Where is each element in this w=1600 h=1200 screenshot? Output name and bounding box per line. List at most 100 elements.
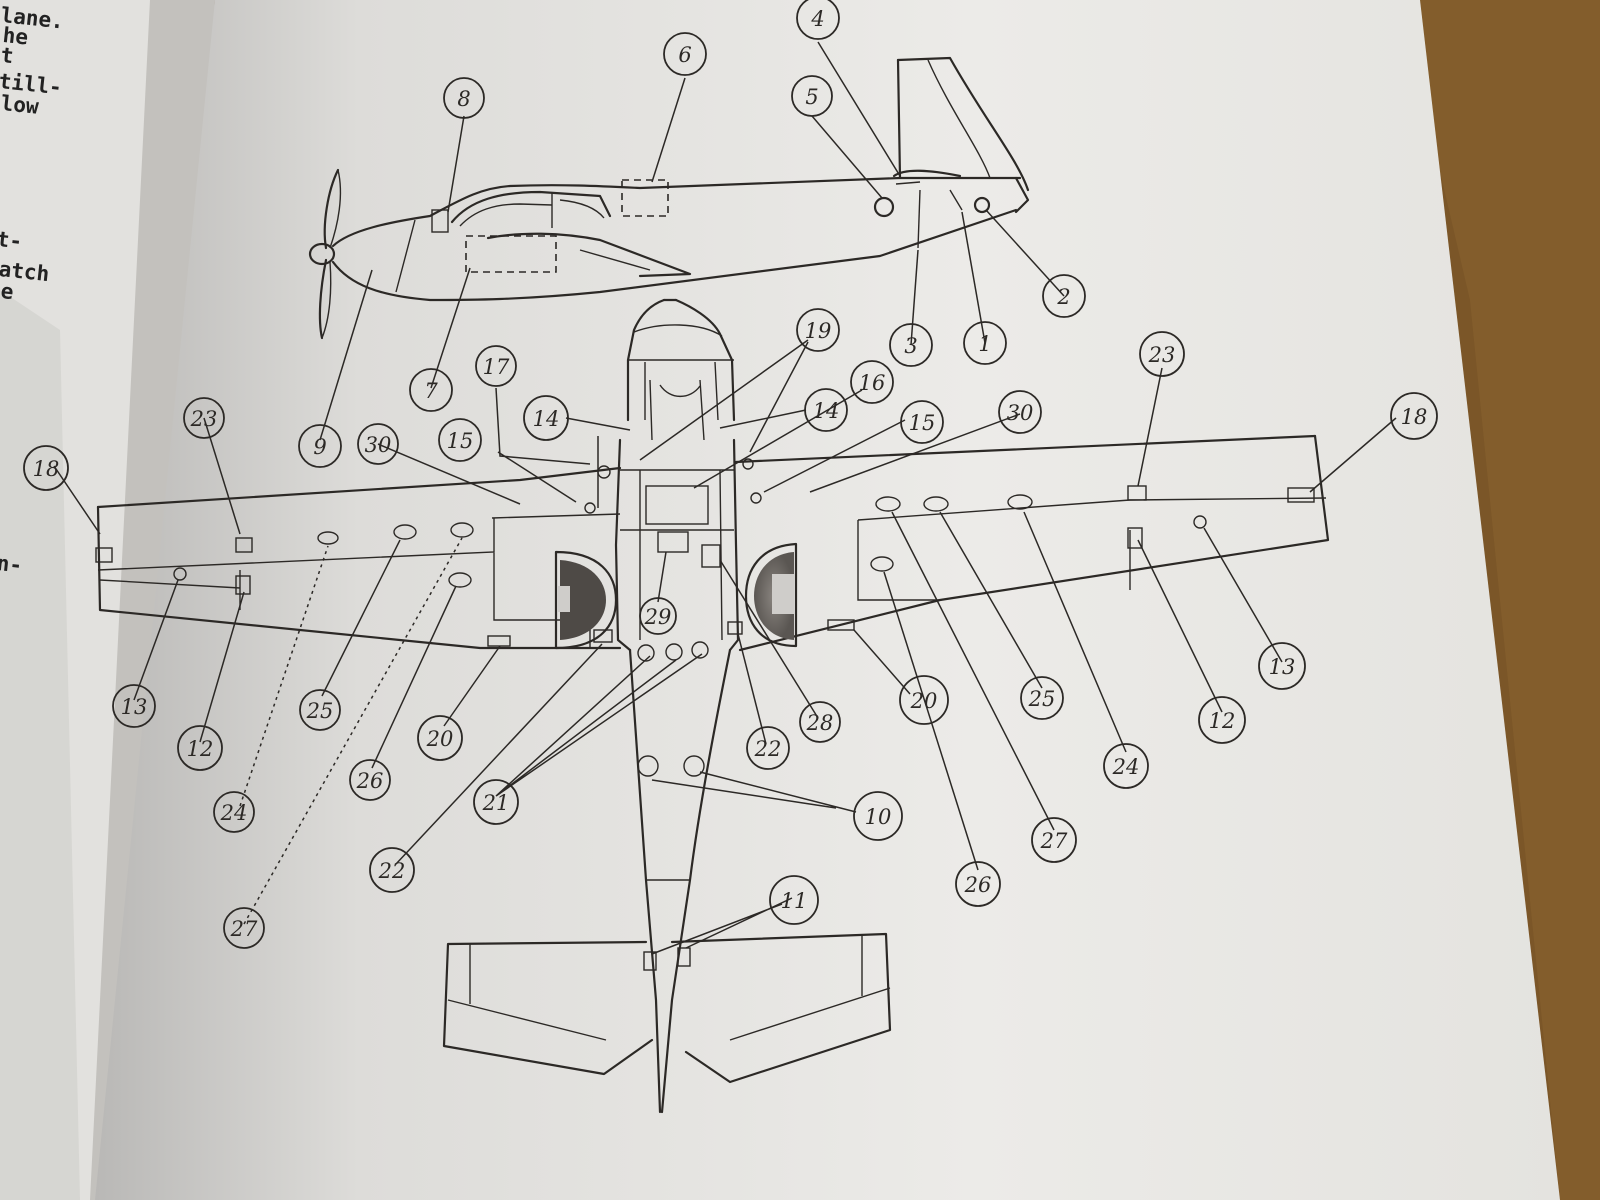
wing-access-left-23: [235, 537, 253, 553]
callout-circle: [804, 388, 848, 432]
callout-circle: [409, 368, 453, 412]
inspection-hole-5: [873, 196, 895, 218]
fuel-sump-right-15: [750, 492, 762, 504]
callout-circle: [223, 907, 265, 949]
callout-number: 14: [533, 407, 560, 431]
callout-circle: [769, 875, 819, 925]
callout-circle: [357, 423, 399, 465]
callout-number: 1: [978, 332, 991, 356]
cover-left-26: [448, 572, 472, 588]
callout-number: 13: [1269, 655, 1296, 679]
left-main-gear: [554, 550, 618, 650]
callout-number: 15: [909, 411, 936, 435]
drain-right-13: [1193, 515, 1207, 529]
side-wing: [486, 232, 692, 278]
callout-number: 10: [865, 805, 892, 829]
cover-right-25: [923, 496, 949, 512]
callout-26: 26: [349, 759, 391, 801]
callout-circle: [1198, 696, 1246, 744]
callout-circle: [853, 791, 903, 841]
callout-1: 1: [963, 321, 1007, 365]
callout-circle: [746, 726, 790, 770]
propeller-upper-blade: [323, 168, 340, 250]
cover-21c: [691, 641, 709, 659]
callout-number: 25: [1028, 687, 1056, 711]
cover-left-27: [450, 522, 474, 538]
top-view-airplane: [95, 298, 1330, 1114]
callout-number: 7: [424, 379, 438, 403]
callout-18: 18: [1390, 392, 1438, 440]
canopy: [450, 190, 612, 224]
side-view-airplane: [308, 56, 1030, 340]
callout-number: 25: [306, 699, 334, 723]
callout-circle: [23, 445, 69, 491]
callout-number: 18: [1401, 405, 1428, 429]
callout-circle: [443, 77, 485, 119]
callout-circle: [639, 597, 677, 635]
callout-circle: [796, 308, 840, 352]
leader-lines: [53, 41, 1397, 955]
fuselage-right-edge: [728, 438, 740, 652]
tailcone-right: [660, 648, 732, 1114]
inspection-10a: [637, 755, 659, 777]
callout-12: 12: [1198, 696, 1246, 744]
callout-circle: [663, 32, 707, 76]
callout-circle: [369, 847, 415, 893]
callout-23: 23: [183, 397, 225, 439]
drain-left-13: [173, 567, 187, 581]
callout-20: 20: [417, 715, 463, 761]
panel-28: [701, 544, 721, 568]
callout-9: 9: [298, 424, 342, 468]
left-page-shadow: [0, 290, 80, 1200]
prev-page-line-6: t-: [0, 227, 24, 254]
right-horizontal-stabilizer: [670, 932, 892, 1084]
callout-number: 4: [810, 7, 824, 31]
callout-22: 22: [369, 847, 415, 893]
callout-30: 30: [998, 390, 1042, 434]
callout-number: 5: [805, 85, 818, 109]
callout-circle: [1139, 331, 1185, 377]
callout-number: 27: [230, 917, 258, 941]
wing-access-right-23: [1127, 485, 1147, 501]
callout-28: 28: [799, 701, 841, 743]
inspection-10b: [683, 755, 705, 777]
callout-circle: [213, 791, 255, 833]
callout-number: 16: [859, 371, 886, 395]
cover-right-26: [870, 556, 894, 572]
callout-29: 29: [639, 597, 677, 635]
callout-24: 24: [1103, 743, 1149, 789]
left-wing-trailing-edge: [96, 505, 622, 650]
callout-15: 15: [900, 400, 944, 444]
callout-number: 20: [910, 689, 938, 713]
callout-5: 5: [791, 75, 833, 117]
callout-7: 7: [409, 368, 453, 412]
callout-circle: [523, 395, 569, 441]
callout-circle: [1020, 676, 1064, 720]
flap-hinge-left-20: [487, 635, 511, 647]
tail-hinge-right-11: [677, 947, 691, 967]
callout-circle: [417, 715, 463, 761]
prev-page-line-9: n-: [0, 551, 24, 578]
callout-24: 24: [213, 791, 255, 833]
callout-14: 14: [523, 395, 569, 441]
callout-circle: [1042, 274, 1086, 318]
callout-circle: [183, 397, 225, 439]
callout-26: 26: [955, 861, 1001, 907]
fuselage-top: [331, 176, 1022, 248]
book-below: [1400, 0, 1600, 1200]
callout-number: 24: [220, 801, 248, 825]
cover-21a: [637, 644, 655, 662]
callout-circle: [299, 689, 341, 731]
flap-hinge-right-20: [827, 619, 855, 631]
callout-number: 6: [678, 43, 691, 67]
callout-number: 29: [644, 605, 672, 629]
callout-circle: [791, 75, 833, 117]
callout-11: 11: [769, 875, 819, 925]
callout-number: 3: [904, 334, 917, 358]
cover-left-25: [393, 524, 417, 540]
callout-25: 25: [299, 689, 341, 731]
callout-circle: [438, 418, 482, 462]
callout-circle: [796, 0, 840, 40]
callout-27: 27: [223, 907, 265, 949]
